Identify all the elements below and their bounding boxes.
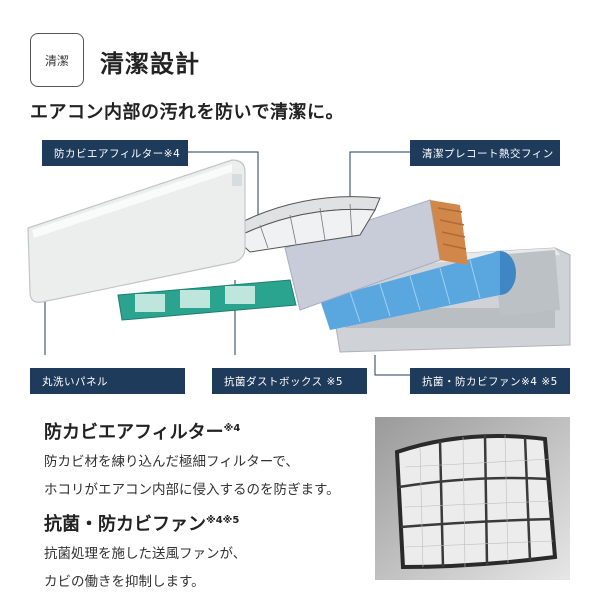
callout-dustbox-label: 抗菌ダストボックス ※5 [224, 375, 344, 388]
callout-panel: 丸洗いパネル [30, 368, 185, 394]
category-tag-label: 清潔 [44, 53, 69, 68]
callout-fan: 抗菌・防カビファン※4 ※5 [410, 368, 570, 394]
fan-illustration [320, 251, 516, 330]
aircon-exploded-illustration [27, 151, 571, 376]
feature-filter-line: 防カビ材を練り込んだ極細フィルターで、 [44, 454, 299, 470]
feature-fan-title: 抗菌・防カビファン [44, 514, 206, 535]
page-title: 清潔設計 [100, 50, 200, 78]
air-filter-illustration [229, 196, 381, 253]
callout-fin-label: 清潔プレコート熱交フィン [422, 147, 554, 160]
feature-fan-note: ※4※5 [206, 515, 240, 526]
dustbox-illustration [117, 279, 297, 321]
feature-filter-note: ※4 [223, 423, 241, 434]
feature-fan-line: 抗菌処理を施した送風ファンが、 [44, 546, 247, 562]
feature-filter-line: ホコリがエアコン内部に侵入するのを防ぎます。 [44, 482, 340, 498]
front-panel-illustration [27, 159, 246, 303]
callout-filter: 防カビエアフィルター※4 [42, 140, 188, 166]
heat-exchanger-fin [284, 199, 468, 311]
category-tag: 清潔 [30, 33, 84, 87]
feature-filter-title: 防カビエアフィルター [44, 422, 224, 443]
feature-fan-line: カビの働きを抑制します。 [44, 574, 205, 590]
filter-photo [375, 417, 570, 580]
callout-filter-label: 防カビエアフィルター※4 [54, 147, 181, 160]
callout-fin: 清潔プレコート熱交フィン [410, 140, 560, 166]
feature-fan-heading: 抗菌・防カビファン※4※5 [44, 510, 239, 536]
filter-photo-image [375, 417, 570, 580]
callout-panel-label: 丸洗いパネル [42, 375, 108, 388]
feature-filter-body: 防カビ材を練り込んだ極細フィルターで、 ホコリがエアコン内部に侵入するのを防ぎま… [44, 448, 340, 504]
page-subtitle: エアコン内部の汚れを防いで清潔に。 [30, 102, 344, 123]
feature-filter-heading: 防カビエアフィルター※4 [44, 418, 240, 444]
callout-dustbox: 抗菌ダストボックス ※5 [212, 368, 367, 394]
callout-fan-label: 抗菌・防カビファン※4 ※5 [422, 375, 558, 388]
feature-fan-body: 抗菌処理を施した送風ファンが、 カビの働きを抑制します。 [44, 540, 246, 596]
